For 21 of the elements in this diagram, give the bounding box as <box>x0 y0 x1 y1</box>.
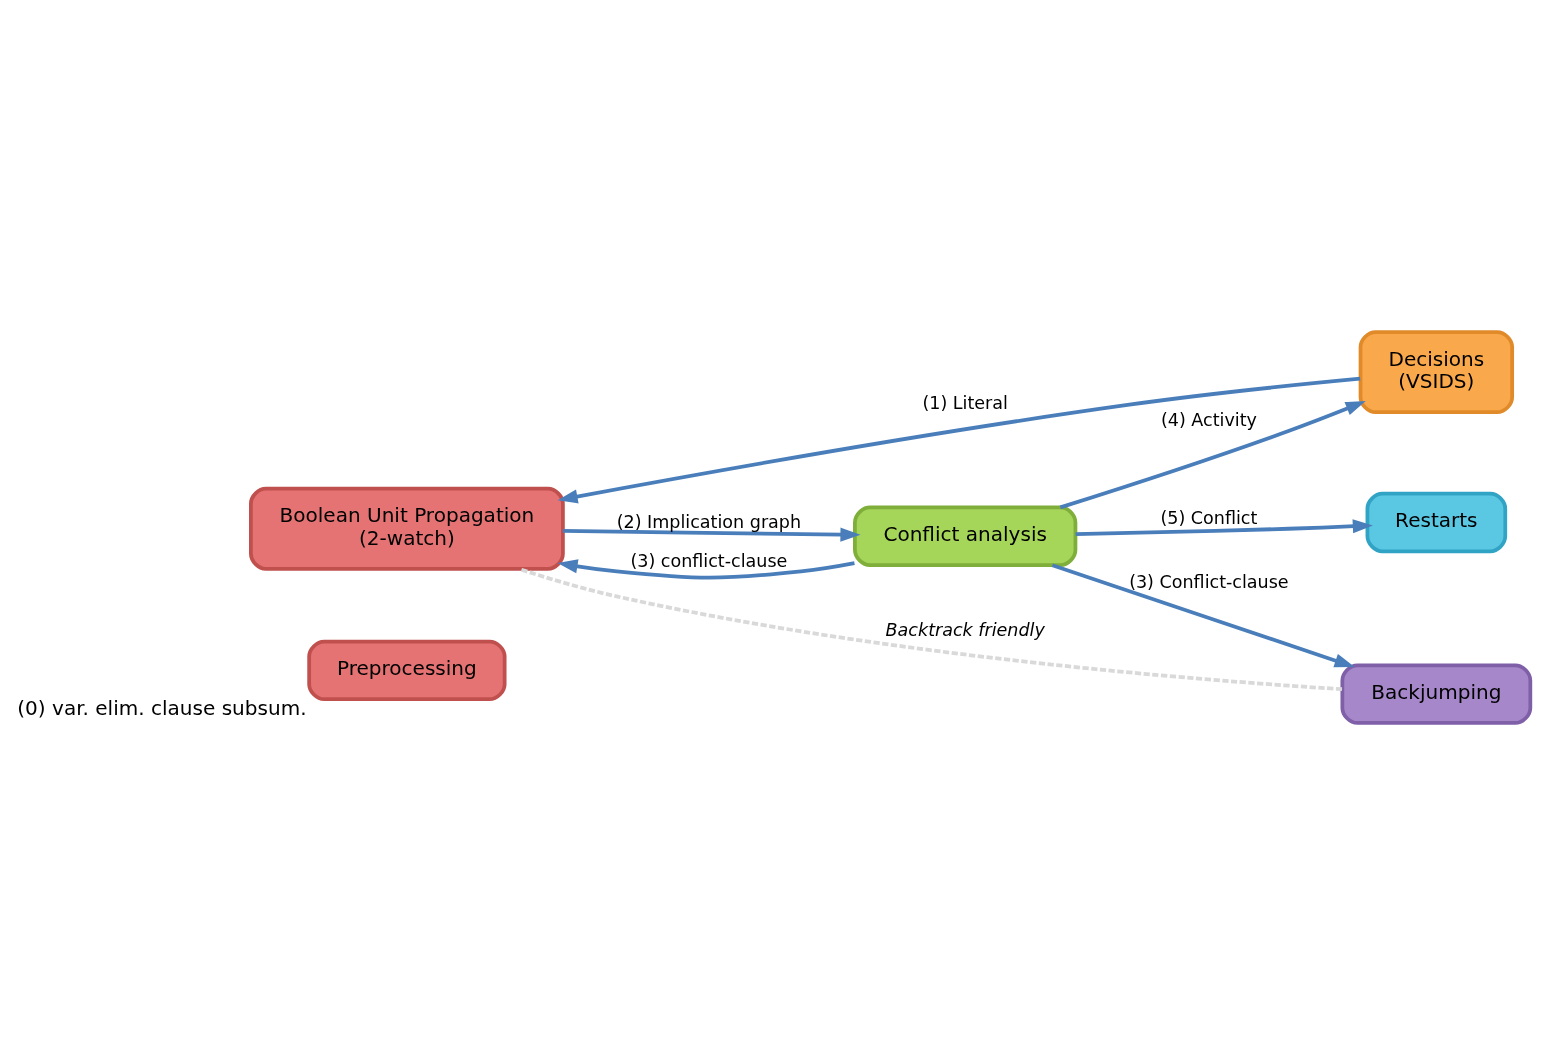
edge-label: (1) Literal <box>922 392 1008 413</box>
edge-label: (5) Conflict <box>1160 507 1258 528</box>
node-box: Decisions (VSIDS) <box>1358 330 1515 415</box>
arrow <box>557 376 1361 504</box>
edge-label: Backtrack friendly <box>885 619 1045 640</box>
node-box: Backjumping <box>1340 663 1533 725</box>
edge-label: (4) Activity <box>1160 410 1257 431</box>
arrow <box>1075 519 1373 537</box>
edge-label: (3) conflict-clause <box>630 550 788 571</box>
arrow <box>1059 401 1366 510</box>
connector <box>518 567 1343 692</box>
node-box: Conflict analysis <box>853 505 1078 567</box>
arrow <box>562 527 861 542</box>
edge-label: (2) Implication graph <box>616 511 802 532</box>
node-box: Restarts <box>1365 491 1508 554</box>
node-label: (0) var. elim. clause subsum. <box>17 696 307 721</box>
node-box: Boolean Unit Propagation (2-watch) <box>249 486 565 571</box>
arrow <box>1051 563 1355 668</box>
edge-label: (3) Conflict-clause <box>1129 571 1289 592</box>
arrow <box>557 559 855 580</box>
node-box: Preprocessing <box>307 639 507 702</box>
